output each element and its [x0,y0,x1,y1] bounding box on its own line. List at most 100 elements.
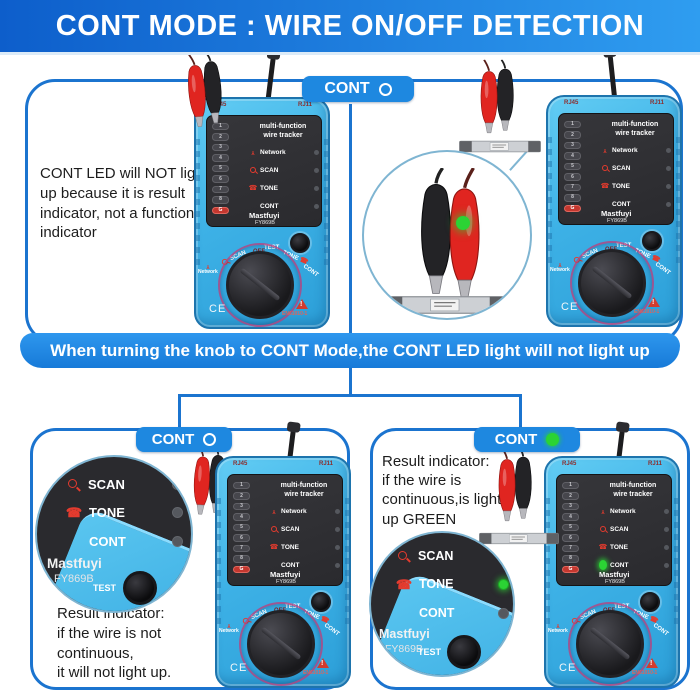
phone-icon [599,544,607,551]
callout-row-tone: TONE [397,577,509,591]
wire-led-column: 1 2 3 4 5 6 7 8 G [564,121,581,213]
certification-label: EN61010-1 [632,670,658,676]
connector-line [178,394,522,397]
wire-led: 7 [562,544,579,553]
scan-led [172,479,183,490]
dial-label-cont: CONT [322,622,341,638]
note-bottom-left: Result indicator: if the wire is not con… [57,605,172,682]
zoom-callout-panel-off: SCAN TONE CONT Mastfuyi FY869B TEST [35,455,193,613]
wire-led: 8 [564,194,581,202]
device-title: multi-function wire tracker [280,482,328,499]
metal-wire [478,530,560,547]
warning-triangle-icon [646,658,658,668]
test-button-label: TEST [418,647,442,657]
rotary-knob [578,249,646,317]
alligator-clips-on-wire [486,446,548,530]
knob-ridge [589,626,631,661]
test-button-label: TEST [93,583,117,593]
magnifier-icon [249,166,257,174]
cont-led-state-icon [203,433,217,446]
tone-led [314,185,319,191]
cont-led [666,201,671,207]
cont-led-lit-icon [599,560,607,570]
alligator-clips-zoomed [392,168,502,311]
tone-led [664,544,669,550]
wire-tracker-device-bottom-right: RJ45 RJ11 1 2 3 4 5 6 7 8 G multi-functi… [544,429,680,688]
ce-mark: CE [559,662,577,674]
device-row-network: Network [249,146,319,158]
network-led [666,147,671,153]
scan-led [314,167,319,173]
knob-ridge [239,267,281,302]
ce-mark: CE [209,303,227,315]
network-icon [599,508,607,514]
magnifier-icon [601,164,609,172]
alligator-clips-on-wire [468,58,530,142]
wire-led: 2 [564,131,581,139]
knob-ring [568,602,652,686]
wire-tracker-device-top-left: RJ45 RJ11 1 2 3 4 5 6 7 8 G multi-functi… [194,56,330,329]
scan-led [666,165,671,171]
cont-badge-label: CONT [494,431,538,448]
device-led-panel: 1 2 3 4 5 6 7 8 G multi-function wire tr… [206,115,322,227]
certification-label: EN61010-1 [282,311,308,317]
brand-label: Mastfuyi [47,556,102,571]
cont-led [172,536,183,547]
tone-led [498,578,509,590]
magnifier-icon [67,478,80,491]
mid-banner: When turning the knob to CONT Mode,the C… [20,333,680,368]
device-row-tone: TONE [270,541,340,553]
callout-row-cont: CONT [67,534,183,549]
wire-led-column: 1 2 3 4 5 6 7 8 G [233,482,250,574]
device-led-panel: 1 2 3 4 5 6 7 8 G multi-function wire tr… [227,474,343,586]
rj45-port-label: RJ45 [564,100,579,106]
model-label: FY869B [54,573,94,585]
wire-led: 1 [233,482,250,490]
wire-led: 8 [212,196,229,204]
warning-triangle-icon [317,658,329,668]
cont-badge-label: CONT [324,80,370,97]
knob-ring [239,602,323,686]
certification-label: EN61010-1 [634,309,660,315]
network-icon [601,147,609,153]
device-body: RJ45 RJ11 1 2 3 4 5 6 7 8 G multi-functi… [546,95,682,327]
rj11-port-label: RJ11 [647,461,662,467]
dial-label-network: Network [198,263,218,275]
wire-led: 7 [564,183,581,192]
magnifier-icon [397,550,410,563]
tone-led [172,507,183,518]
wire-led: 3 [564,141,581,150]
wire-led: 3 [212,143,229,152]
device-body: RJ45 RJ11 1 2 3 4 5 6 7 8 G multi-functi… [194,97,330,329]
device-row-tone: TONE [249,182,319,194]
wire-tracker-device-top-right: RJ45 RJ11 1 2 3 4 5 6 7 8 G multi-functi… [546,54,682,327]
test-button [642,231,662,251]
ground-led: G [233,565,250,574]
device-row-network: Network [601,144,671,156]
dial-label-cont: CONT [653,261,672,277]
network-icon [270,508,278,514]
cont-mode-badge-top: CONT [302,76,414,102]
wire-led: 2 [233,492,250,500]
test-button [311,592,331,612]
brand-label: Mastfuyi [379,627,430,641]
wire-led: 8 [562,555,579,563]
callout-row-tone: TONE [67,505,183,520]
knob-ring [218,243,302,327]
warning-triangle-icon [296,299,308,309]
device-row-cont: CONT [249,200,319,212]
device-body: RJ45 RJ11 1 2 3 4 5 6 7 8 G multi-functi… [544,456,680,688]
wire-led: 4 [562,513,579,521]
phone-icon [67,506,81,519]
test-button [123,571,157,605]
knob-ridge [591,265,633,300]
magnifier-icon [599,525,607,533]
wire-led: 4 [233,513,250,521]
phone-icon [601,183,609,190]
device-led-panel: 1 2 3 4 5 6 7 8 G multi-function wire tr… [558,113,674,225]
dial-label-network: Network [550,261,570,273]
scan-led [664,526,669,532]
zoom-callout-panel-green: SCAN TONE CONT Mastfuyi FY869B TEST [369,531,515,677]
network-led [314,149,319,155]
wire-led-column: 1 2 3 4 5 6 7 8 G [212,123,229,215]
